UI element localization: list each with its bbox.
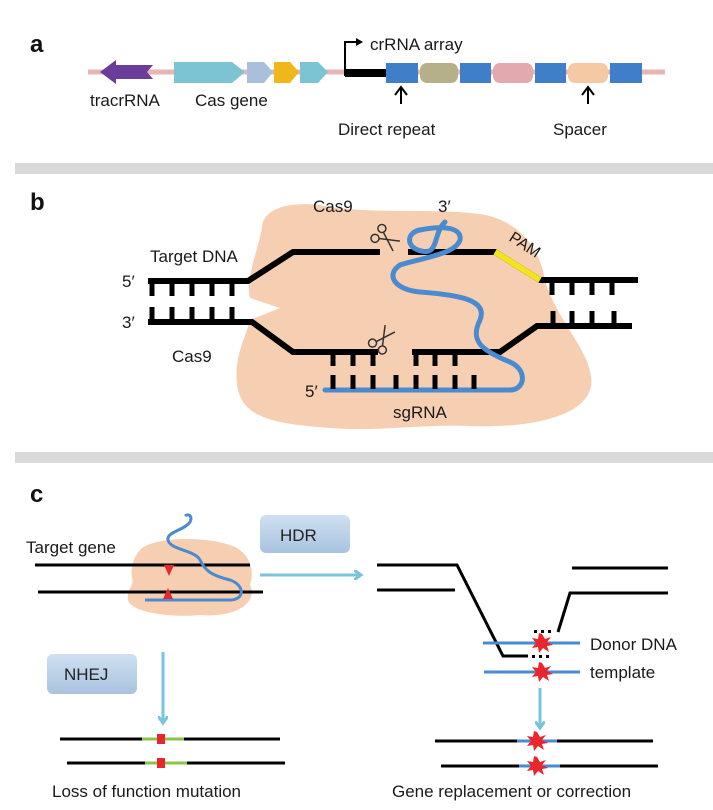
label-nhej: NHEJ <box>64 665 108 684</box>
scissors-icon-bottom <box>367 324 396 355</box>
label-donor-dna: Donor DNA <box>590 635 678 654</box>
panel-divider-2 <box>15 452 713 463</box>
panel-letter-a: a <box>30 31 44 58</box>
spacer-1 <box>420 63 458 83</box>
spacer-pointer <box>581 85 595 104</box>
sgrna-teeth <box>330 375 477 389</box>
promoter-arrow-icon <box>344 41 356 76</box>
label-cas9-left: Cas9 <box>172 347 212 366</box>
sgrna-strand <box>322 219 525 393</box>
mutation-burst-1 <box>532 633 553 653</box>
label-three-prime-rna: 3′ <box>438 197 451 216</box>
direct-repeat-2 <box>460 63 491 83</box>
cas-gene-2 <box>247 62 273 83</box>
bottom-strand-teeth <box>149 307 617 366</box>
cas-gene-3 <box>274 62 299 83</box>
spacer-2 <box>493 63 533 83</box>
cas-gene-main <box>174 62 245 83</box>
cas-gene-4 <box>300 62 328 83</box>
label-target-gene: Target gene <box>26 538 116 557</box>
panel-b: b <box>30 189 638 430</box>
top-strand-teeth <box>149 280 615 296</box>
promoter-arrowhead <box>356 38 363 46</box>
panel-letter-c: c <box>30 481 43 508</box>
label-cas9-top: Cas9 <box>313 197 353 216</box>
panel-c: c Target gene HDR NHEJ Loss of function … <box>26 481 678 801</box>
label-crRNA-array: crRNA array <box>370 35 463 54</box>
mutation-burst-2 <box>532 662 553 682</box>
nhej-box <box>47 654 137 694</box>
label-spacer: Spacer <box>553 120 607 139</box>
spacer-3 <box>568 63 608 83</box>
label-hdr: HDR <box>280 526 317 545</box>
scissors-icon-top <box>370 223 401 252</box>
pam-segment <box>493 249 542 283</box>
label-target-dna: Target DNA <box>150 247 239 266</box>
direct-repeat-3 <box>535 63 566 83</box>
hdr-repair-strands <box>377 563 668 658</box>
hdr-result-strands <box>435 739 658 768</box>
panel-letter-b: b <box>30 189 45 216</box>
hdr-dotted-gaps <box>532 630 551 658</box>
label-sgrna: sgRNA <box>393 403 448 422</box>
hdr-box <box>260 515 350 553</box>
label-gene-replacement: Gene replacement or correction <box>392 782 631 801</box>
label-direct-repeat: Direct repeat <box>338 120 436 139</box>
mutation-burst-4 <box>527 756 548 776</box>
label-five-prime-rna: 5′ <box>305 382 318 401</box>
panel-divider-1 <box>15 163 713 174</box>
label-cas-gene: Cas gene <box>195 91 268 110</box>
direct-repeat-pointer <box>394 85 408 104</box>
cas9-protein-blob <box>236 204 592 430</box>
direct-repeat-1 <box>386 63 418 83</box>
tracrRNA-arrow <box>100 60 153 84</box>
sgrna-small <box>145 513 243 602</box>
mutation-burst-3 <box>527 731 548 751</box>
cas9-small-blob <box>127 538 252 616</box>
direct-repeat-4 <box>610 63 642 83</box>
label-loss-of-function: Loss of function mutation <box>52 782 241 801</box>
label-five-prime-top: 5′ <box>122 272 135 291</box>
leader-sequence <box>345 69 387 77</box>
cut-site-marker-bottom <box>163 588 173 599</box>
cut-site-marker-top <box>164 565 174 576</box>
nhej-result-strands <box>60 734 285 768</box>
label-tracrRNA: tracrRNA <box>90 91 161 110</box>
label-three-prime-bottom: 3′ <box>122 313 135 332</box>
panel-a: a tracrRNA Cas gene crR <box>30 31 665 139</box>
label-template: template <box>590 663 655 682</box>
